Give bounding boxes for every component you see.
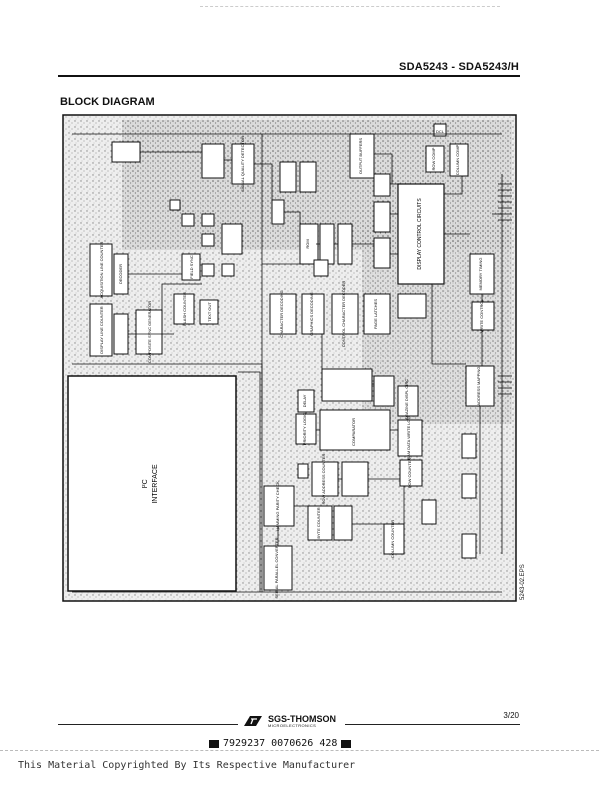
graphics-decoding-block	[301, 293, 325, 335]
text-out-block	[199, 299, 219, 325]
composite-sync-label: COMPOSITE SYNC GENERATOR	[147, 301, 152, 363]
memory-timing-block	[469, 253, 495, 295]
magazine-label: MAGAZINE DISPL CIRC	[404, 379, 409, 423]
brand-name: SGS-THOMSON	[268, 714, 337, 724]
footer-rule-left	[58, 724, 238, 725]
character-decoding-label: CHARACTER DECODING	[279, 290, 284, 338]
i2c-interface-block	[67, 375, 237, 592]
barcode-square-right	[341, 739, 352, 748]
byte-counter-label: BYTE COUNTER	[316, 507, 321, 538]
row-address-counter-block	[311, 461, 339, 497]
display-line-counter-block	[89, 303, 113, 357]
barcode-line: 7929237 0070626 428	[205, 738, 355, 749]
st-logo-icon	[244, 716, 262, 726]
shift-reg-block-1	[279, 161, 297, 193]
decoder-block-3	[333, 505, 353, 541]
figure-code: 5243-02.EPS	[520, 564, 526, 600]
i2c-label: I²C	[142, 479, 149, 488]
column-comp-block	[449, 143, 469, 177]
row-counter-label: ROW COUNTER	[407, 458, 412, 489]
mux-block-bottom	[297, 463, 309, 479]
serial-parallel-label: SERIAL PARALLEL CONVERTER	[274, 537, 279, 598]
row-address-label: ROW ADDRESS COUNTER	[321, 453, 326, 504]
graphics-decoding-label: GRAPHICS DECODING	[309, 292, 314, 336]
interface-label: INTERFACE	[152, 464, 159, 504]
field-sync-block	[181, 253, 201, 281]
row-counter-block	[399, 459, 423, 487]
comparator-label: COMPARATOR	[351, 418, 356, 446]
field-sync-label: FIELD SYNC	[189, 255, 194, 279]
flash-counter-block	[173, 293, 195, 325]
section-title: BLOCK DIAGRAM	[60, 96, 155, 108]
dcl-block	[433, 123, 447, 137]
rom-label: ROM	[305, 239, 310, 248]
page-header-title: SDA5243 - SDA5243/H	[399, 61, 519, 73]
signal-quality-label: SIGNAL QUALITY DETECTOR	[240, 136, 245, 192]
write-control-block-2	[373, 375, 395, 407]
mux-block-top	[271, 199, 285, 225]
shift-reg-block-2	[299, 161, 317, 193]
display-control-label: DISPLAY CONTROL CIRCUITS	[417, 198, 423, 270]
address-mapping-label: ADDRESS MAPPING	[476, 367, 481, 406]
byte-counter-block	[307, 505, 333, 541]
memory-timing-label: MEMORY TIMING	[478, 258, 483, 291]
decoder-block-2	[113, 313, 129, 355]
delay-label: DELAY	[302, 394, 307, 407]
magazine-block	[397, 385, 419, 417]
row-comp-block	[425, 145, 445, 173]
composite-sync-generator-block	[135, 309, 163, 355]
scan-artifact-marks	[200, 6, 500, 9]
dcl-label: DCL	[436, 129, 445, 134]
address-mapping-block	[465, 365, 495, 407]
page-latches-label: PAGE LATCHES	[373, 299, 378, 329]
display-control-circuits-block	[397, 183, 445, 285]
priority-logic-label: PRIORITY LOGIC	[302, 413, 307, 445]
write-control-block	[471, 301, 495, 331]
sgs-thomson-logo: SGS-THOMSON MICROELECTRONICS	[242, 715, 336, 728]
column-counter-label: COLUMN COUNTER	[390, 520, 395, 558]
latch-block	[313, 259, 329, 277]
character-decoding-block	[269, 293, 297, 335]
row-comp-label: ROW COMP	[431, 147, 436, 170]
serial-parallel-converter-block	[263, 545, 293, 591]
ram-data-block	[397, 419, 423, 457]
page-latches-block	[363, 293, 391, 335]
flash-counter-label: FLASH COUNTER	[182, 292, 187, 326]
page-number: 3/20	[503, 711, 519, 720]
barcode-text: 7929237 0070626 428	[223, 738, 338, 749]
output-buffers-label: OUTPUT BUFFERS	[358, 138, 363, 174]
output-buffers-block	[349, 133, 375, 179]
footer-rule-right	[345, 724, 520, 725]
write-control-label: WRITE CONTROL	[479, 298, 484, 332]
hamming-label: HAMMING PARITY CHECK	[275, 481, 280, 531]
column-counter-block	[383, 523, 405, 555]
hamming-parity-check-block	[263, 485, 295, 527]
acquisition-counter-label: ACQUISITION LINE COUNTER	[99, 241, 104, 298]
copyright-notice: This Material Copyrighted By Its Respect…	[18, 760, 356, 771]
acquisition-line-counter-block	[89, 243, 113, 297]
control-character-label: CONTROL CHARACTER DECODER	[341, 281, 346, 348]
control-character-block	[331, 293, 359, 335]
header-rule	[58, 75, 520, 77]
decoder-label-1: DECODER	[118, 264, 123, 284]
barcode-square-left	[209, 739, 219, 748]
text-out-label: TEXT OUT	[207, 302, 212, 322]
scan-dash-line	[0, 750, 599, 751]
column-comp-label: COLUMN COMP	[455, 144, 460, 175]
display-counter-label: DISPLAY LINE COUNTER	[99, 306, 104, 354]
block-diagram: I²C INTERFACE ACQUISITION LINE COUNTER D…	[62, 114, 517, 602]
comparator-block	[319, 409, 391, 451]
brand-subtitle: MICROELECTRONICS	[268, 723, 317, 728]
ram-data-label: RAM DATA WRITE LOG	[406, 416, 411, 459]
